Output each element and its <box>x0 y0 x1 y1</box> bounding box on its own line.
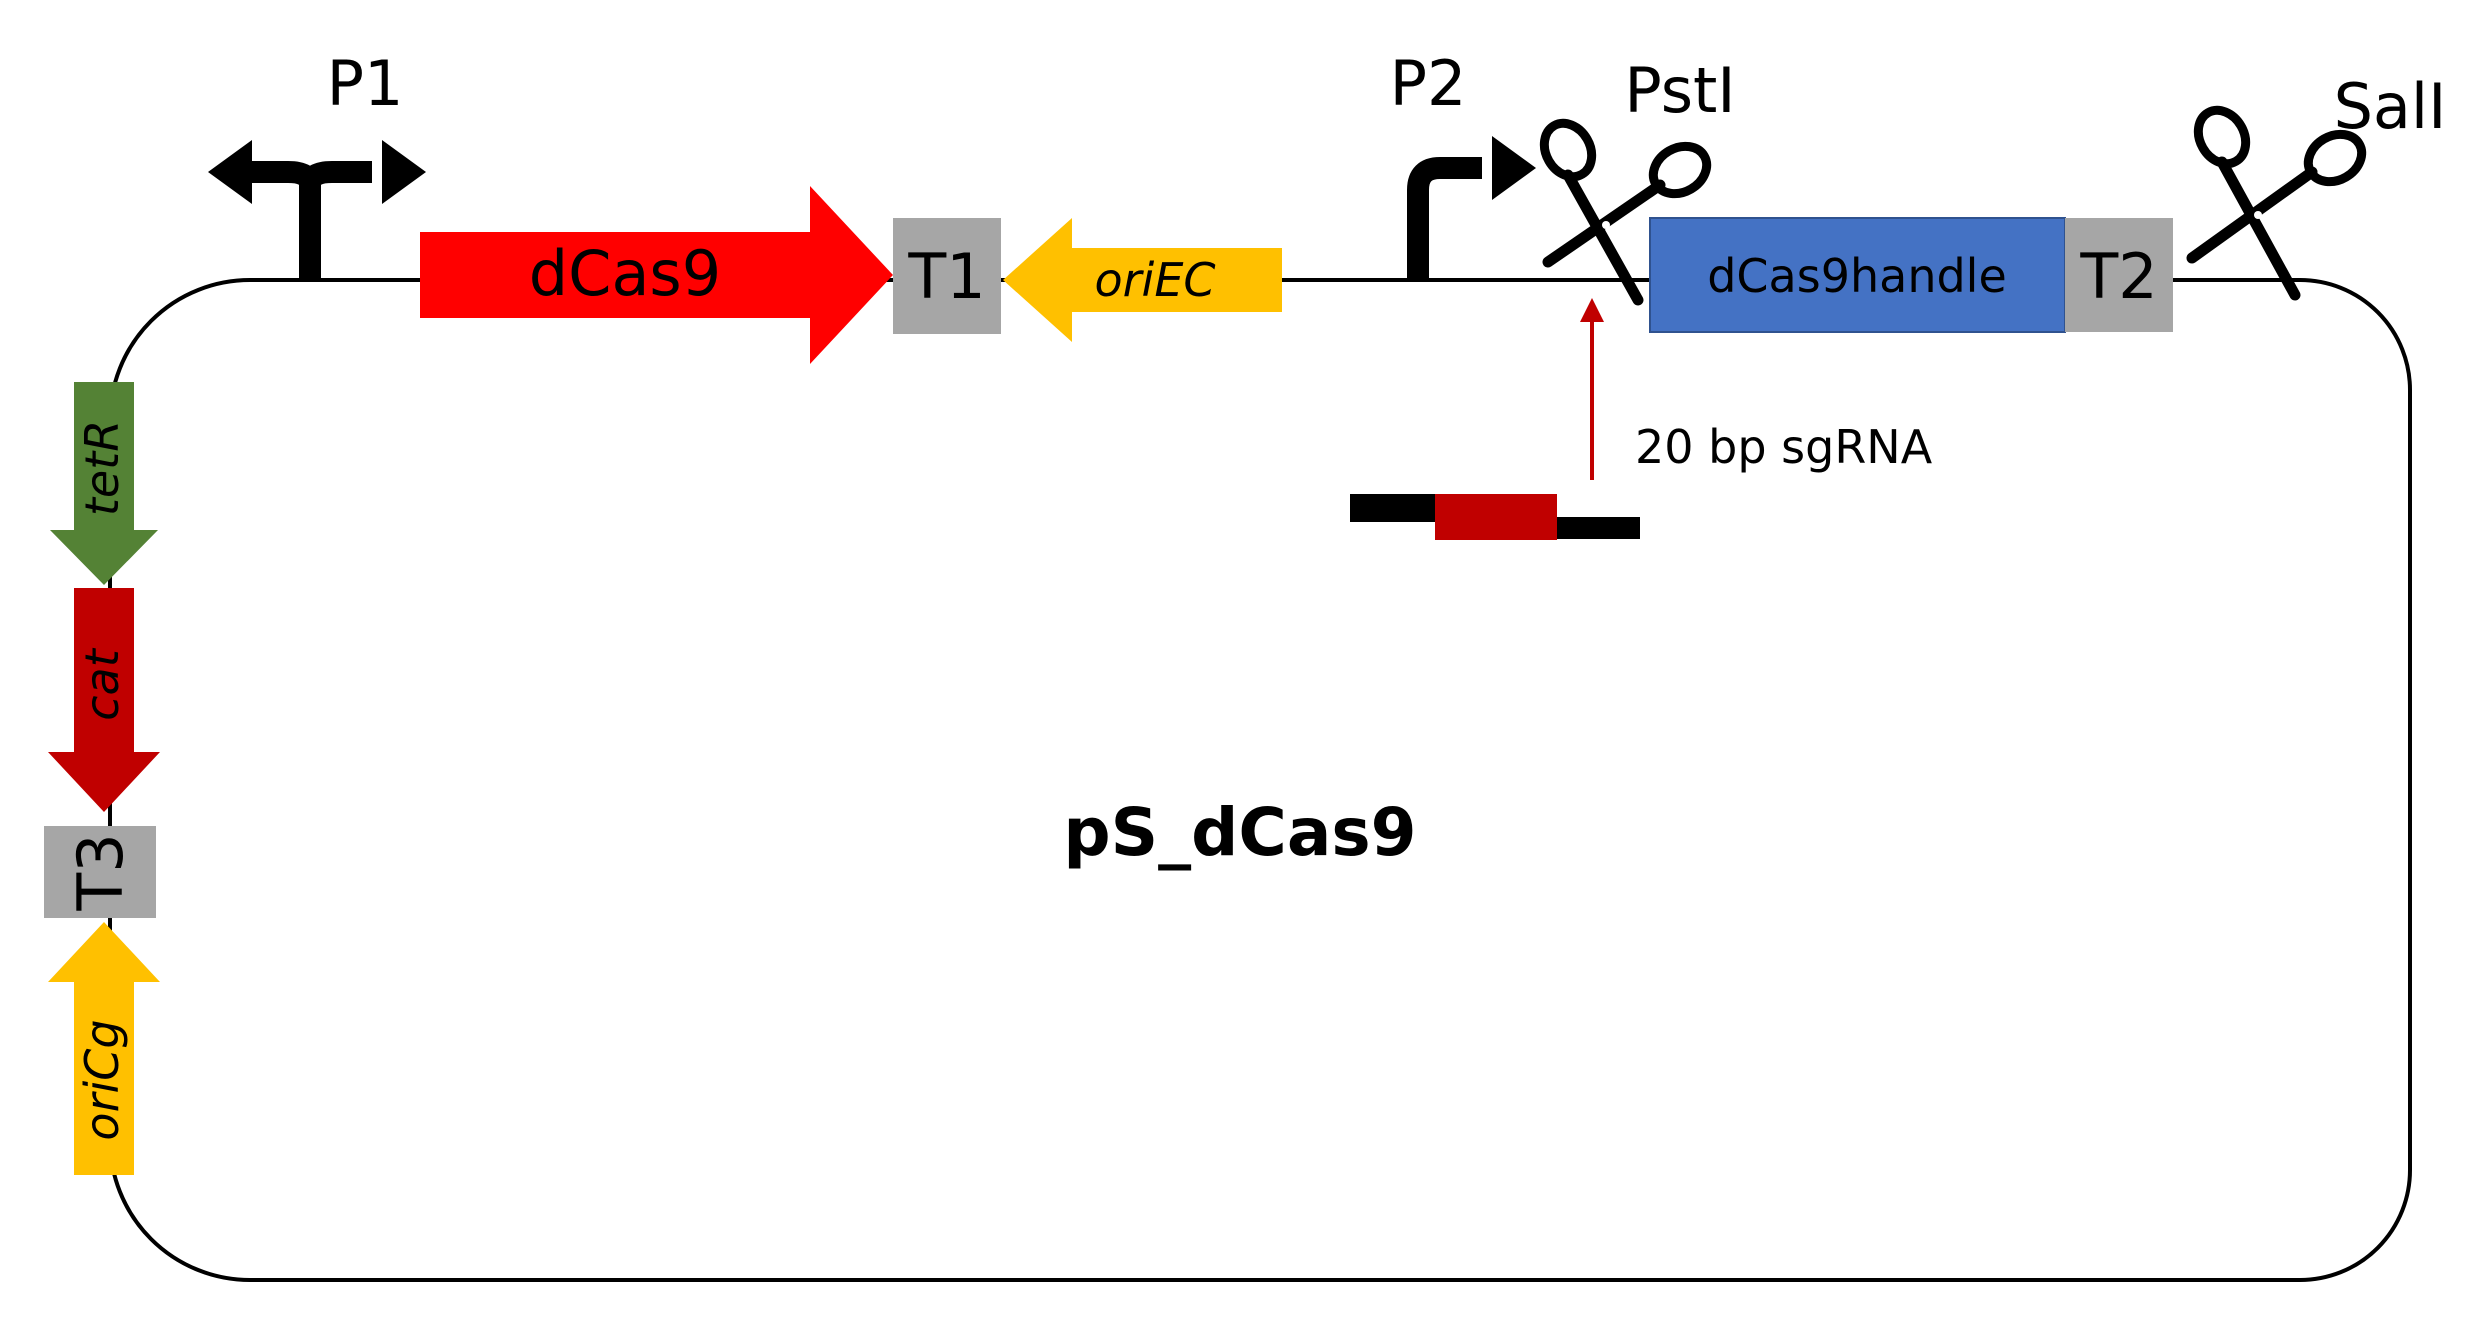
psti-site: PstI <box>1539 54 1736 306</box>
dcas9-gene: dCas9 <box>420 186 893 364</box>
oriec-origin: oriEC <box>1003 218 1282 342</box>
sgrna-spacer <box>1435 494 1557 540</box>
oricg-origin: oriCg <box>48 922 160 1175</box>
dcas9handle-element: dCas9handle <box>1649 217 2066 333</box>
psti-label: PstI <box>1624 54 1735 127</box>
dcas9-label: dCas9 <box>529 237 721 310</box>
oriec-label: oriEC <box>1094 253 1215 307</box>
t2-label: T2 <box>2079 240 2157 313</box>
cat-arrow <box>48 588 160 812</box>
p2-arrowhead <box>1492 136 1536 200</box>
tetr-arrow <box>50 382 158 585</box>
t2-box <box>2065 218 2173 332</box>
p1-promoter: P1 <box>208 47 426 280</box>
sgrna-flank-left <box>1350 494 1440 522</box>
t1-terminator: T1 <box>893 218 1001 334</box>
t3-terminator: T3 <box>44 826 156 918</box>
p1-left-arrowhead <box>208 140 252 204</box>
p2-label: P2 <box>1390 47 1467 120</box>
sali-scissors-icon <box>2186 105 2367 301</box>
sali-site: SalI <box>2186 70 2447 301</box>
p2-promoter-arrow-icon <box>1407 157 1482 280</box>
tetr-gene: tetR <box>50 382 158 585</box>
t1-box <box>893 218 1001 334</box>
sgrna-insert: 20 bp sgRNA <box>1350 298 1933 540</box>
cat-label: cat <box>75 647 129 720</box>
plasmid-backbone <box>108 278 2412 1282</box>
t3-box <box>44 826 156 918</box>
dcas9-arrow <box>420 186 893 364</box>
sali-label: SalI <box>2334 70 2447 143</box>
sgrna-label: 20 bp sgRNA <box>1635 420 1933 474</box>
dcas9handle-box <box>1649 217 2066 333</box>
p1-bidirectional-arrow-icon <box>248 161 372 280</box>
sgrna-flank-right <box>1555 517 1640 539</box>
sgrna-pointer-arrowhead <box>1580 298 1604 322</box>
oricg-arrow <box>48 922 160 1175</box>
t2-terminator: T2 <box>2065 218 2173 332</box>
t3-label: T3 <box>64 833 137 911</box>
plasmid-name: pS_dCas9 <box>1063 794 1416 871</box>
oricg-label: oriCg <box>75 1019 129 1140</box>
p2-promoter: P2 <box>1390 47 1536 280</box>
dcas9handle-label: dCas9handle <box>1707 249 2007 303</box>
tetr-label: tetR <box>75 420 129 516</box>
t1-label: T1 <box>907 240 985 313</box>
p1-right-arrowhead <box>382 140 426 204</box>
psti-scissors-icon <box>1539 118 1712 306</box>
p1-label: P1 <box>327 47 404 120</box>
oriec-arrow <box>1003 218 1282 342</box>
cat-gene: cat <box>48 588 160 812</box>
